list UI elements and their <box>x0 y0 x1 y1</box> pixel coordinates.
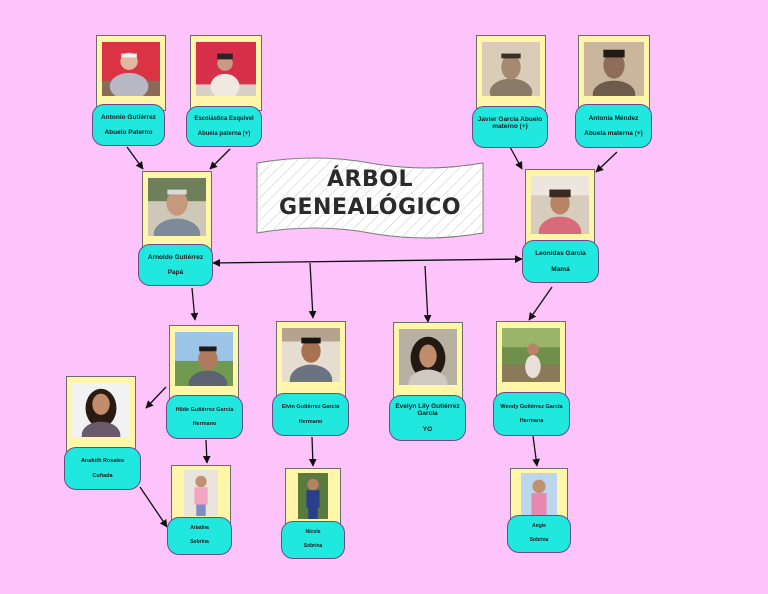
card-escolastica-name: Escolástica Esquivel <box>194 115 254 122</box>
portrait-antonio <box>102 42 160 96</box>
page-title: ÁRBOL GENEALÓGICO <box>255 166 485 222</box>
card-hilde-role: Hermano <box>192 421 217 427</box>
photo-frame-ariadna <box>171 465 231 525</box>
card-antonia-role: Abuela materna (+) <box>584 130 643 137</box>
title-line-1: ÁRBOL <box>327 167 413 192</box>
portrait-leonidas <box>531 176 589 234</box>
line-leonidas-wendy <box>528 286 553 321</box>
line-javier-leonidas <box>509 146 523 170</box>
line-anabith-ariadna <box>139 486 168 528</box>
portrait-nicole <box>298 473 328 519</box>
title-line-2: GENEALÓGICO <box>278 195 462 220</box>
card-nicole-name: Nicole <box>305 529 321 536</box>
card-antonio-name: Antonio Gutiérrez <box>101 113 156 121</box>
card-anabith-name: Anabith Rosales <box>80 458 125 465</box>
card-arnoldo-role: Papá <box>167 269 184 276</box>
card-nicole-role: Sobrina <box>303 543 323 549</box>
portrait-evelyn <box>399 329 457 385</box>
photo-frame-antonio <box>96 35 166 111</box>
card-anabith-role: Cuñada <box>92 472 113 479</box>
card-ariadna[interactable]: Ariadna Sobrina <box>167 517 232 555</box>
card-wendy[interactable]: Wendy Gutiérrez García Hermana <box>493 392 570 436</box>
card-antonio[interactable]: Antonio Gutiérrez Abuelo Paterno <box>92 104 165 146</box>
card-anabith[interactable]: Anabith Rosales Cuñada <box>64 447 141 490</box>
card-elvin[interactable]: Elvin Gutiérrez García Hermano <box>272 393 349 436</box>
photo-frame-arnoldo <box>142 171 212 251</box>
portrait-angie <box>521 473 557 515</box>
card-elvin-role: Hermano <box>298 418 323 425</box>
card-leonidas[interactable]: Leonidas García Mamá <box>522 240 599 283</box>
portrait-arnoldo <box>148 178 206 236</box>
card-arnoldo-name: Arnoldo Gutiérrez <box>147 253 204 261</box>
portrait-hilde <box>175 332 233 386</box>
card-nicole[interactable]: Nicole Sobrina <box>281 521 345 559</box>
photo-frame-evelyn <box>393 322 463 400</box>
card-javier[interactable]: Javier García Abuelo materno (+) <box>472 106 548 148</box>
line-wendy-angie <box>532 435 540 467</box>
card-evelyn-name: Evelyn Lily Gutiérrez García <box>395 402 460 418</box>
line-to-elvin <box>308 262 317 319</box>
line-to-evelyn <box>423 265 432 323</box>
card-antonia-name: Antonia Méndez <box>588 114 639 122</box>
card-evelyn-role: YO <box>422 425 433 433</box>
card-javier-name: Javier García Abuelo materno (+) <box>477 115 543 130</box>
card-ariadna-name: Ariadna <box>190 525 209 532</box>
line-antonia-leonidas <box>595 151 618 173</box>
card-elvin-name: Elvin Gutiérrez García <box>281 404 340 411</box>
title-banner <box>256 157 484 239</box>
photo-frame-leonidas <box>525 169 595 249</box>
card-angie[interactable]: Angie Sobrina <box>507 515 571 553</box>
card-wendy-role: Hermana <box>519 418 544 424</box>
card-wendy-name: Wendy Gutiérrez García <box>500 403 563 410</box>
portrait-elvin <box>282 328 340 382</box>
card-leonidas-name: Leonidas García <box>535 250 586 258</box>
card-angie-name: Angie <box>532 523 546 530</box>
card-antonio-role: Abuelo Paterno <box>104 129 153 136</box>
card-escolastica[interactable]: Escolástica Esquivel Abuela paterna (+) <box>186 106 262 147</box>
photo-frame-hilde <box>169 325 239 401</box>
photo-frame-wendy <box>496 321 566 397</box>
photo-frame-elvin <box>276 321 346 397</box>
portrait-ariadna <box>184 470 218 516</box>
portrait-escolastica <box>196 42 256 96</box>
card-antonia[interactable]: Antonia Méndez Abuela materna (+) <box>575 104 652 148</box>
portrait-anabith <box>72 383 130 437</box>
card-escolastica-role: Abuela paterna (+) <box>197 130 251 137</box>
card-leonidas-role: Mamá <box>551 265 570 273</box>
line-antonio-arnoldo <box>126 146 144 170</box>
photo-frame-angie <box>510 468 568 524</box>
portrait-wendy <box>502 328 560 382</box>
card-hilde[interactable]: Hilde Gutiérrez García Hermano <box>166 395 243 439</box>
portrait-antonia <box>584 42 644 96</box>
portrait-javier <box>482 42 540 96</box>
card-hilde-name: Hilde Gutiérrez García <box>175 406 234 413</box>
line-arnoldo-hilde <box>190 287 199 321</box>
photo-frame-javier <box>476 35 546 111</box>
photo-frame-escolastica <box>190 35 262 111</box>
line-hilde-anabith <box>145 386 167 409</box>
line-parents-marriage <box>212 255 523 267</box>
photo-frame-anabith <box>66 376 136 452</box>
card-arnoldo[interactable]: Arnoldo Gutiérrez Papá <box>138 244 213 286</box>
card-angie-role: Sobrina <box>529 537 549 543</box>
line-escolastica-arnoldo <box>209 148 231 170</box>
line-elvin-nicole <box>308 436 317 467</box>
photo-frame-antonia <box>578 35 650 111</box>
card-ariadna-role: Sobrina <box>190 539 209 545</box>
photo-frame-nicole <box>285 468 341 528</box>
card-evelyn[interactable]: Evelyn Lily Gutiérrez García YO <box>389 395 466 441</box>
line-hilde-ariadna <box>202 439 211 464</box>
